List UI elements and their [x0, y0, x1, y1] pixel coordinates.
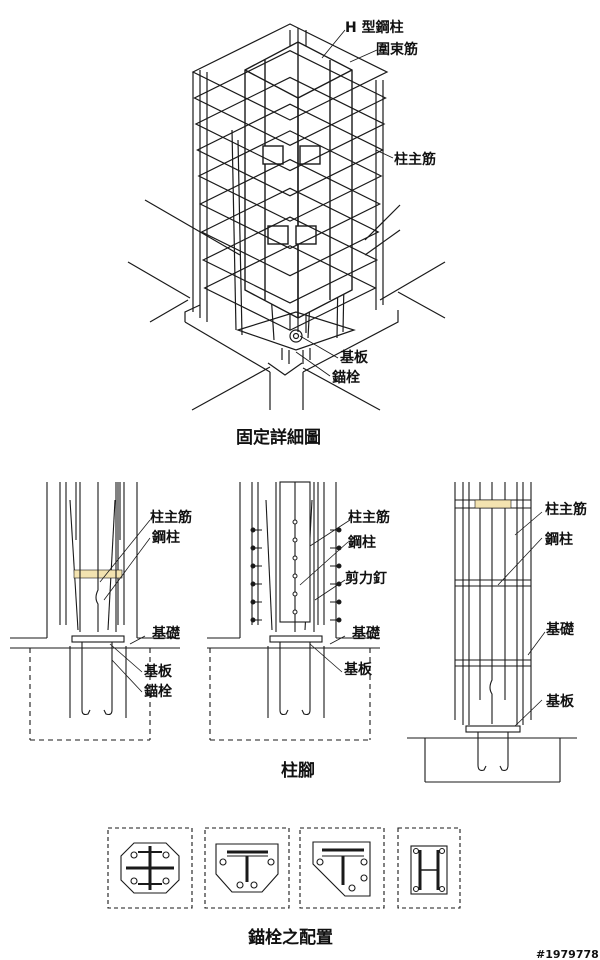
column-bolt-hole [292, 573, 298, 579]
anchor-layout-trapezoid [204, 827, 290, 909]
label-hoop-rebar: 圍束筋 [376, 41, 418, 58]
hoop-rebars [191, 23, 389, 331]
shear-stud-head [336, 599, 342, 605]
shear-stud-head [250, 617, 256, 623]
label-foundation-center: 基礎 [352, 625, 381, 642]
label-main-rebar-left: 柱主筋 [150, 509, 192, 526]
hoop-ring [201, 216, 379, 304]
hoop-ring [198, 158, 382, 250]
anchor-layout-corner [299, 827, 385, 909]
watermark-id: #1979778 [536, 948, 599, 960]
label-shear-stud-center: 剪力釘 [345, 570, 387, 587]
label-main-rebar-top: 柱主筋 [394, 151, 436, 168]
hoop-ring [200, 187, 380, 277]
hoop-ring [191, 23, 389, 121]
caption-anchor-layout: 錨栓之配置 [248, 927, 333, 948]
label-steel-column-left: 鋼柱 [151, 529, 180, 546]
h-steel-column [244, 41, 353, 319]
label-anchor-bolt-left: 錨栓 [144, 683, 172, 700]
label-base-plate-center: 基板 [344, 661, 373, 678]
label-foundation-right: 基礎 [546, 621, 575, 638]
anchor-layouts [107, 827, 461, 909]
shear-stud-head [336, 527, 342, 533]
anchor-layout-octagon [107, 827, 193, 909]
shear-stud-head [336, 581, 342, 587]
column-foot-section-right [407, 482, 577, 783]
isometric-column-detail [127, 23, 446, 411]
label-anchor-bolt-top: 錨栓 [332, 369, 360, 386]
shear-studs [250, 519, 342, 623]
label-base-plate-top: 基板 [340, 349, 369, 366]
base-plate-assembly [236, 311, 356, 364]
hoop-ring [196, 103, 384, 197]
column-bolt-hole [292, 555, 298, 561]
beam-lines [127, 199, 446, 323]
column-foot-section-left [10, 482, 180, 741]
shear-stud-head [336, 617, 342, 623]
label-main-rebar-right: 柱主筋 [545, 501, 587, 518]
label-foundation-left: 基礎 [152, 625, 181, 642]
column-bolt-hole [292, 591, 298, 597]
top-leaders [295, 29, 394, 377]
label-base-plate-left: 基板 [144, 663, 173, 680]
column-bolt-hole [292, 519, 298, 525]
column-bolt-hole [292, 537, 298, 543]
hoop-ring [203, 245, 377, 331]
shear-stud-head [250, 545, 256, 551]
label-steel-column-right: 鋼柱 [544, 531, 573, 548]
caption-fixing-detail: 固定詳細圖 [236, 427, 321, 448]
shear-stud-head [250, 563, 256, 569]
foundation-block [184, 304, 399, 411]
label-steel-column-center: 鋼柱 [347, 534, 376, 551]
shear-stud-head [336, 545, 342, 551]
label-h-steel-column: H 型鋼柱 [345, 19, 404, 36]
label-base-plate-right: 基板 [546, 693, 575, 710]
hoop-ring [197, 130, 383, 222]
hoop-ring [193, 50, 387, 146]
shear-stud-head [250, 581, 256, 587]
caption-column-foot: 柱腳 [281, 760, 315, 781]
label-main-rebar-center: 柱主筋 [348, 509, 390, 526]
shear-stud-head [250, 527, 256, 533]
shear-stud-head [250, 599, 256, 605]
column-foot-section-center [207, 481, 380, 741]
hoop-ring [194, 76, 386, 172]
anchor-layout-rectangle [397, 827, 461, 909]
column-bolt-hole [292, 609, 298, 615]
shear-stud-head [336, 563, 342, 569]
